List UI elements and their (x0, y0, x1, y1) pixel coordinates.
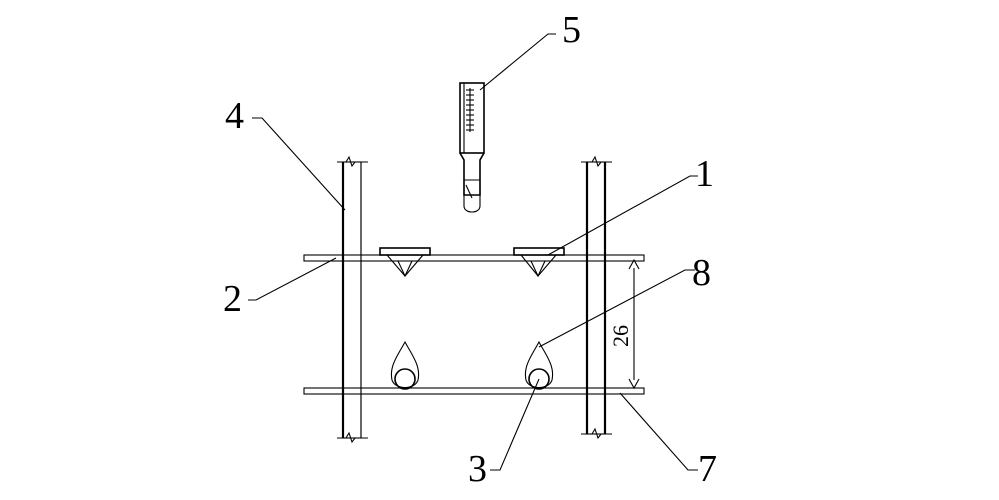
dimension-line: 26 (608, 258, 640, 390)
left-vertical-column (337, 155, 368, 444)
label-7: 7 (698, 448, 717, 490)
label-8: 8 (692, 252, 711, 294)
label-3: 3 (468, 448, 487, 490)
upper-horizontal-bar (303, 254, 645, 262)
leader-lines (248, 33, 698, 471)
welding-torch (459, 82, 485, 213)
lower-horizontal-bar (303, 387, 645, 395)
right-vertical-column (581, 155, 612, 440)
lower-round-bar-right (524, 340, 554, 390)
label-1: 1 (695, 153, 714, 195)
label-5: 5 (562, 9, 581, 51)
label-2: 2 (223, 278, 242, 320)
lower-round-bar-left (390, 340, 420, 390)
upper-plate-left (379, 247, 431, 278)
label-4: 4 (225, 95, 244, 137)
upper-plate-right (513, 247, 565, 278)
dimension-value: 26 (608, 325, 633, 347)
